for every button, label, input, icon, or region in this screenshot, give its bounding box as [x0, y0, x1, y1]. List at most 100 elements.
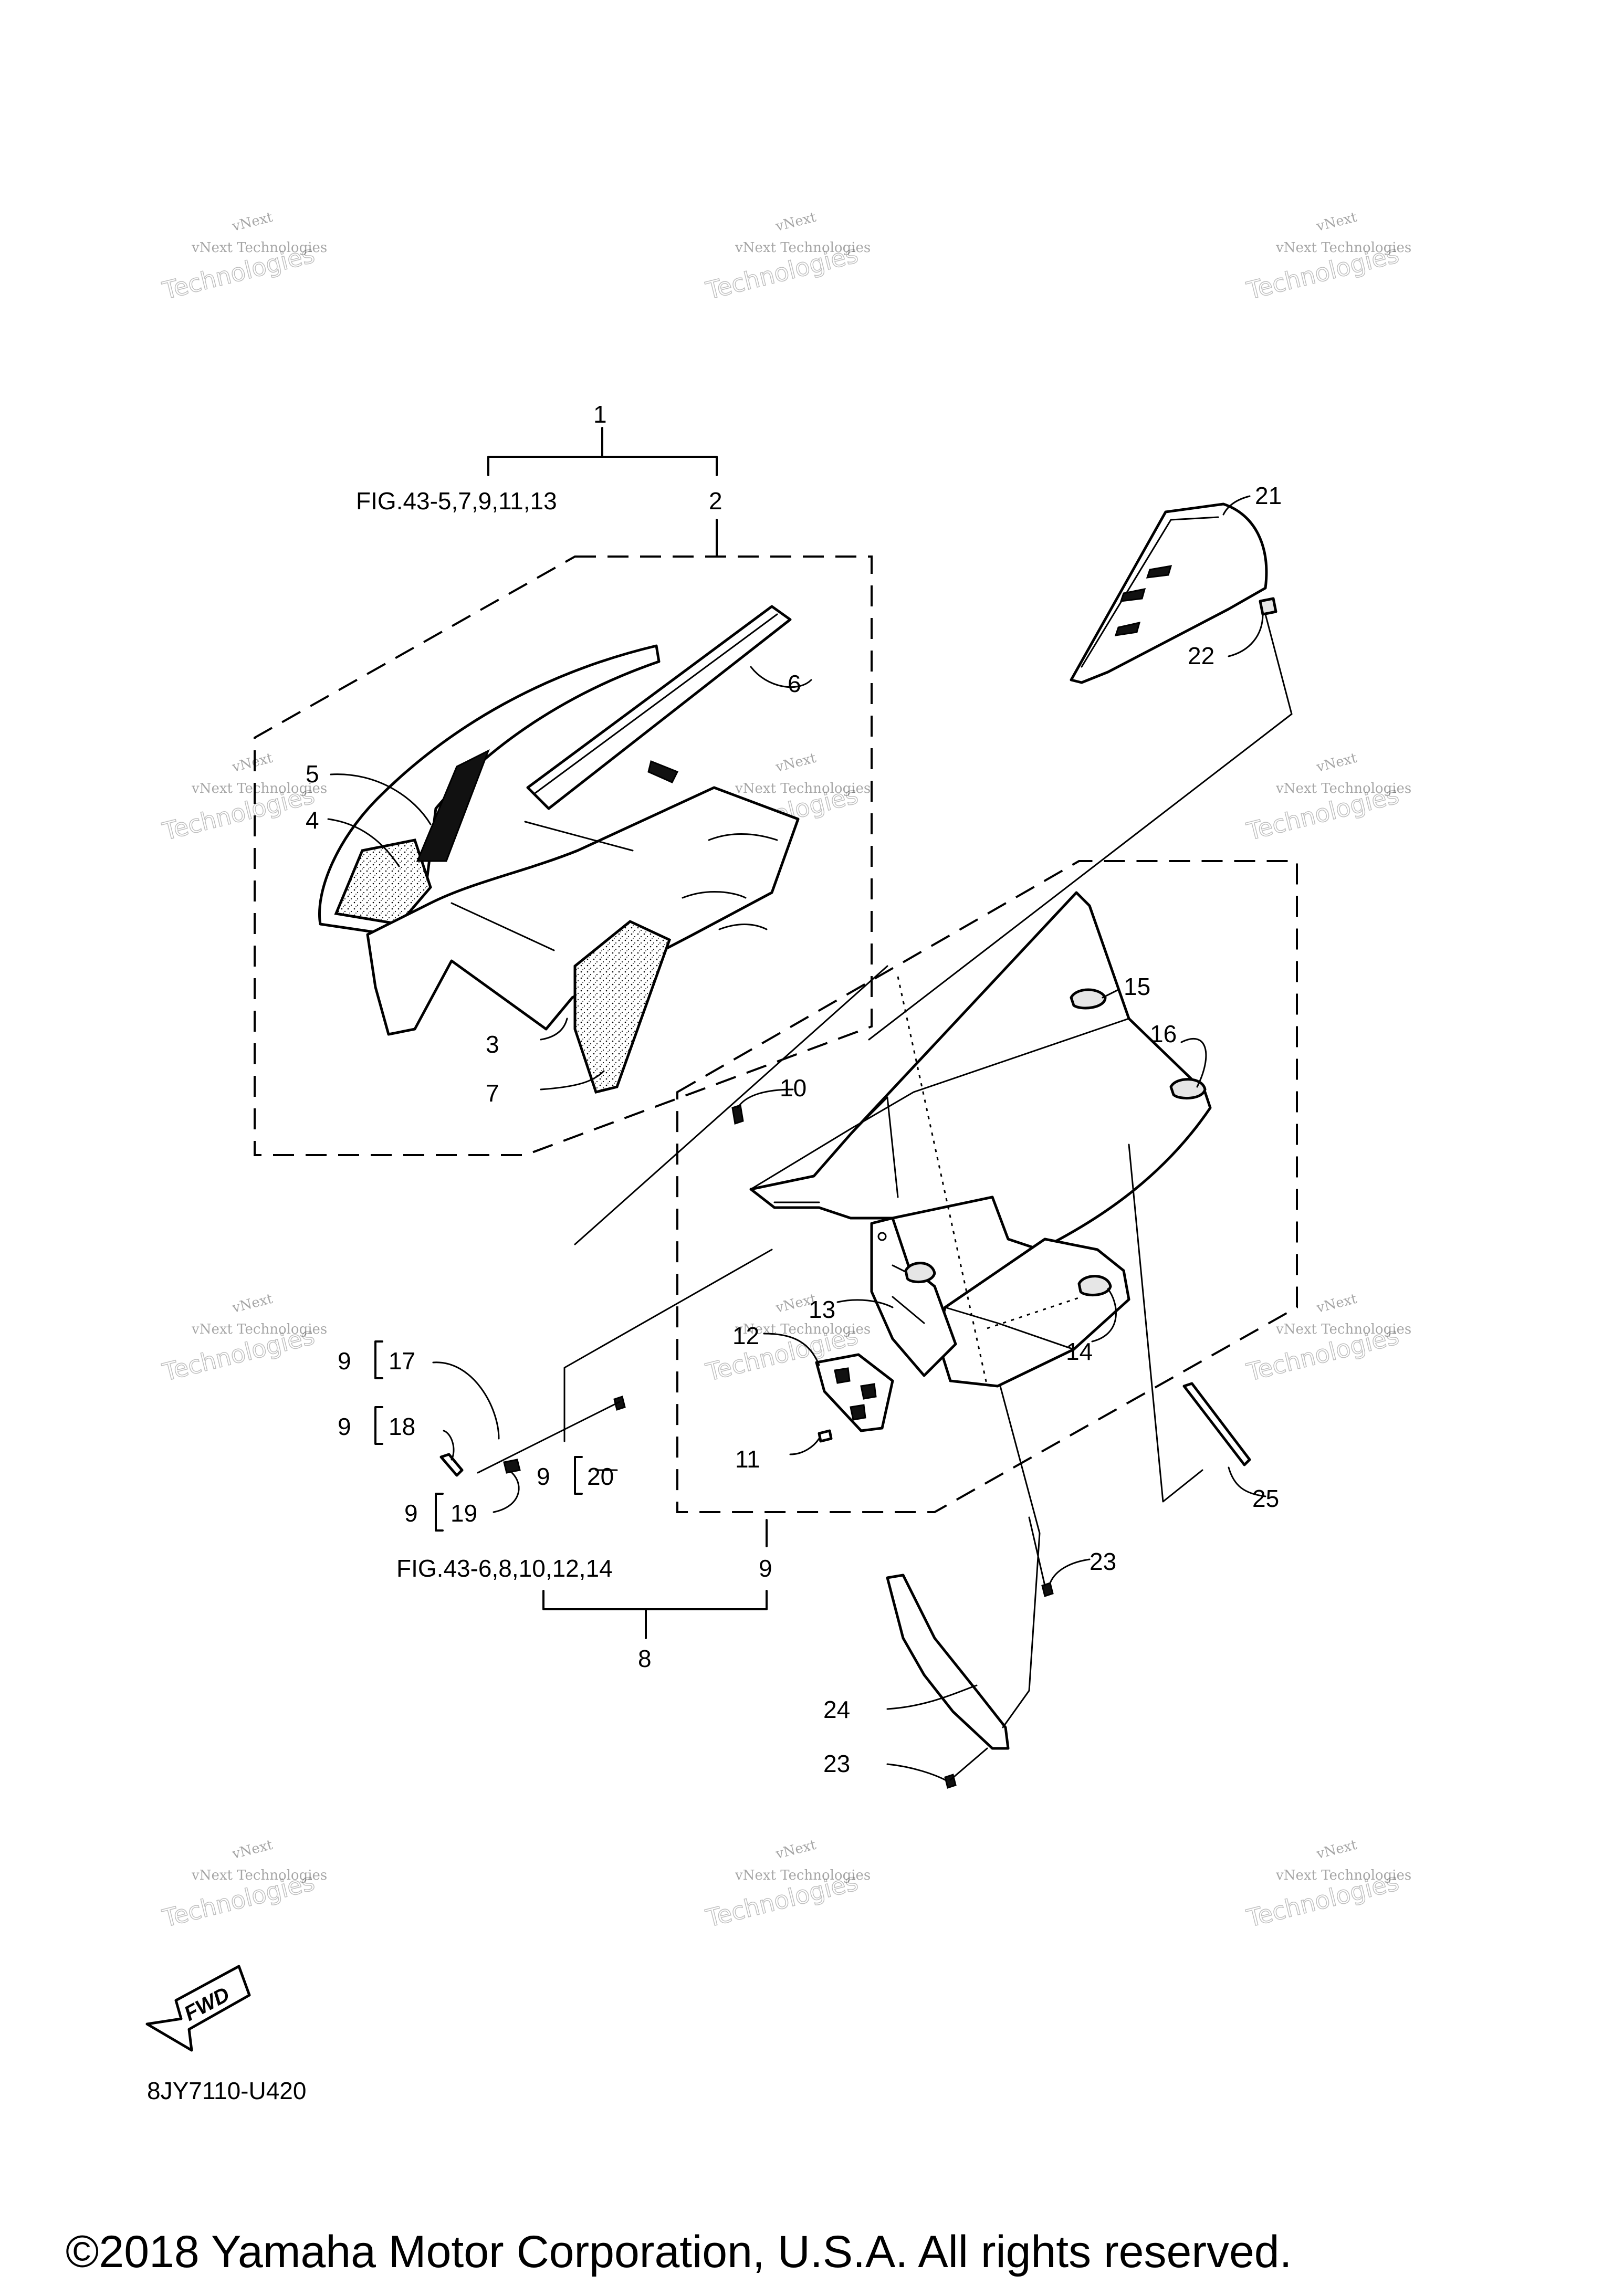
part-11-screw	[818, 1429, 833, 1443]
svg-text:vNext Technologies: vNext Technologies	[191, 1868, 327, 1883]
label-part-5: 5	[306, 760, 319, 788]
watermark: vNext vNext Technologies Technologies	[703, 1837, 871, 1933]
label-part-13: 13	[809, 1296, 835, 1323]
label-part-14: 14	[1066, 1338, 1093, 1365]
labels: 1 FIG.43-5,7,9,11,13 2 6 5 4 3 7 21 22 1…	[306, 401, 1282, 1777]
label-part-10: 10	[780, 1074, 806, 1102]
label-part-17: 17	[389, 1347, 415, 1375]
label-part-19: 19	[451, 1500, 477, 1527]
figure-ref-upper: FIG.43-5,7,9,11,13	[356, 487, 557, 515]
part-6-strip	[526, 605, 792, 810]
copyright-notice: ©2018 Yamaha Motor Corporation, U.S.A. A…	[66, 2227, 1292, 2277]
label-part-11: 11	[735, 1445, 760, 1473]
part-25-bracket	[1182, 1382, 1251, 1466]
part-18-clip	[439, 1453, 464, 1477]
label-part-9: 9	[404, 1500, 418, 1527]
part-15-grommet	[1070, 988, 1107, 1010]
svg-text:vNext Technologies: vNext Technologies	[1275, 781, 1411, 796]
upper-assembly	[254, 427, 873, 1156]
watermark: vNext vNext Technologies Technologies	[159, 1837, 327, 1933]
svg-text:vNext Technologies: vNext Technologies	[735, 1868, 871, 1883]
label-part-9: 9	[338, 1347, 351, 1375]
svg-text:vNext: vNext	[230, 209, 274, 235]
bracket-part-1	[487, 456, 718, 476]
svg-text:vNext Technologies: vNext Technologies	[191, 1322, 327, 1337]
sub-brackets	[374, 1340, 583, 1532]
svg-text:vNext: vNext	[1314, 750, 1358, 775]
svg-text:vNext: vNext	[1314, 209, 1358, 235]
watermark: vNext vNext Technologies Technologies	[703, 209, 871, 306]
label-part-9: 9	[338, 1413, 351, 1440]
label-part-4: 4	[306, 806, 319, 834]
watermark: vNext vNext Technologies Technologies	[159, 1291, 327, 1387]
label-part-1: 1	[593, 401, 607, 428]
svg-text:vNext Technologies: vNext Technologies	[1275, 1322, 1411, 1337]
svg-text:vNext Technologies: vNext Technologies	[735, 781, 871, 796]
part-9-tail-cowl	[749, 891, 1212, 1251]
label-part-24: 24	[823, 1696, 850, 1723]
part-20-nut	[613, 1396, 626, 1411]
guide-line	[868, 713, 1293, 1041]
label-part-12: 12	[732, 1322, 759, 1349]
label-part-16: 16	[1150, 1020, 1177, 1047]
part-10-nut	[731, 1104, 744, 1125]
svg-text:vNext Technologies: vNext Technologies	[735, 240, 871, 256]
part-14-side-box	[936, 1238, 1130, 1388]
part-14-grommet	[1077, 1275, 1112, 1297]
clips-group	[439, 1249, 773, 1477]
leader-lines	[327, 495, 1266, 1781]
label-part-21: 21	[1255, 482, 1282, 509]
svg-text:vNext Technologies: vNext Technologies	[191, 781, 327, 796]
assembly-boundary-lower	[676, 860, 1298, 1513]
label-part-6: 6	[788, 670, 801, 697]
part-23-bolt-upper	[1041, 1582, 1054, 1597]
svg-text:vNext: vNext	[773, 209, 818, 235]
svg-text:vNext Technologies: vNext Technologies	[1275, 1868, 1411, 1883]
label-part-23-lower: 23	[823, 1750, 850, 1777]
part-22-clip	[1259, 597, 1277, 616]
svg-text:vNext: vNext	[1314, 1837, 1358, 1862]
part-24-reflector-bracket	[886, 1574, 1010, 1750]
watermark-group: vNext vNext Technologies Technologies vN…	[159, 209, 1411, 1933]
part-5-strip	[416, 749, 490, 862]
svg-text:vNext Technologies: vNext Technologies	[1275, 240, 1411, 256]
label-part-15: 15	[1124, 973, 1150, 1000]
watermark: vNext vNext Technologies Technologies	[159, 209, 327, 306]
label-part-22: 22	[1188, 642, 1214, 669]
svg-text:vNext Technologies: vNext Technologies	[735, 1322, 871, 1337]
part-16-grommet	[1169, 1078, 1207, 1100]
part-21-assembly	[1070, 502, 1293, 715]
fwd-arrow-icon: FWD	[145, 1965, 251, 2052]
label-part-8: 8	[638, 1645, 652, 1672]
svg-text:vNext: vNext	[230, 1291, 274, 1316]
rear-parts-group	[886, 1144, 1251, 1789]
label-part-3: 3	[486, 1031, 499, 1058]
watermark: vNext vNext Technologies Technologies	[1243, 1291, 1411, 1387]
svg-text:vNext: vNext	[1314, 1291, 1358, 1316]
svg-text:vNext: vNext	[773, 1837, 818, 1862]
watermark: vNext vNext Technologies Technologies	[1243, 750, 1411, 846]
label-part-7: 7	[486, 1079, 499, 1107]
label-part-2: 2	[709, 487, 722, 515]
part-21-panel	[1070, 502, 1268, 684]
part-19-clip	[503, 1459, 521, 1474]
label-part-9: 9	[537, 1463, 550, 1490]
part-4-foam-pad	[334, 838, 432, 926]
assembly-boundary-upper	[254, 555, 873, 1156]
figure-ref-lower: FIG.43-6,8,10,12,14	[396, 1555, 613, 1582]
svg-text:vNext: vNext	[230, 750, 274, 775]
label-part-18: 18	[389, 1413, 415, 1440]
label-part-20: 20	[587, 1463, 614, 1490]
label-part-9: 9	[759, 1555, 772, 1582]
svg-text:vNext Technologies: vNext Technologies	[191, 240, 327, 256]
svg-text:vNext: vNext	[773, 750, 818, 775]
watermark: vNext vNext Technologies Technologies	[159, 750, 327, 846]
diagram-code: 8JY7110-U420	[147, 2077, 306, 2104]
bracket-part-8	[542, 1519, 768, 1639]
part-3-side-panel	[366, 786, 800, 1036]
label-part-25: 25	[1252, 1485, 1279, 1512]
label-part-23: 23	[1090, 1548, 1116, 1575]
part-13-stay	[870, 1217, 957, 1377]
part-7-foam-block	[573, 920, 672, 1094]
